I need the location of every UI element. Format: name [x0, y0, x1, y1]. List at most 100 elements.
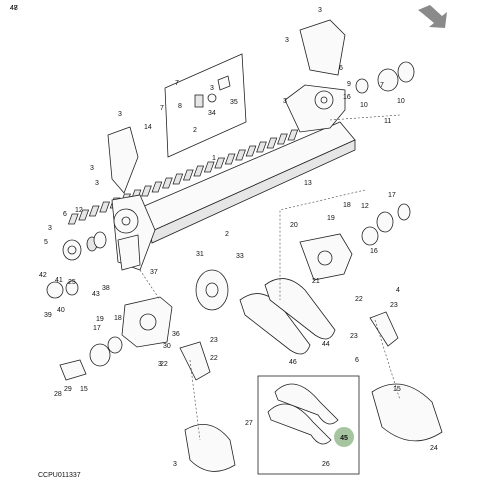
right-side-plate — [299, 233, 353, 281]
auger-flight — [151, 181, 163, 193]
callout-label: 28 — [54, 391, 62, 398]
callout-label: 5 — [44, 239, 48, 246]
callout-label: 47 — [10, 5, 18, 12]
callout-label: 6 — [63, 211, 67, 218]
auger-flight — [78, 209, 90, 221]
auger-flight — [203, 161, 215, 173]
callout-label: 1 — [212, 155, 216, 162]
belts — [239, 278, 336, 355]
callout-label: 3 — [210, 85, 214, 92]
callout-label: 31 — [196, 251, 204, 258]
callout-label: 26 — [322, 461, 330, 468]
callout-label: 20 — [290, 222, 298, 229]
callout-label: 16 — [343, 94, 351, 101]
auger-flight — [256, 141, 267, 153]
callout-label: 2 — [193, 127, 197, 134]
inset-box-top — [164, 53, 247, 158]
callout-label: 3 — [48, 225, 52, 232]
auger-flight — [162, 177, 173, 189]
callout-label: 15 — [393, 386, 401, 393]
callout-label: 12 — [75, 207, 83, 214]
bearing-parts — [46, 61, 415, 367]
callout-label: 3 — [318, 7, 322, 14]
callout-label: 7 — [160, 105, 164, 112]
callout-label: 16 — [370, 248, 378, 255]
callout-label: 10 — [360, 102, 368, 109]
callout-label: 10 — [397, 98, 405, 105]
left-side-plate — [59, 234, 173, 381]
callout-label: 43 — [92, 291, 100, 298]
callout-label: 21 — [312, 278, 320, 285]
highlight-callout-label: 45 — [340, 435, 348, 442]
callout-label: 9 — [347, 81, 351, 88]
callout-label: 7 — [380, 82, 384, 89]
callout-label: 3 — [90, 165, 94, 172]
callout-label: 19 — [327, 215, 335, 222]
callout-label: 33 — [236, 253, 244, 260]
callout-label: 3 — [158, 361, 162, 368]
callout-label: 17 — [93, 325, 101, 332]
callout-label: 42 — [39, 272, 47, 279]
callout-label: 30 — [163, 343, 171, 350]
callout-label: 24 — [430, 445, 438, 452]
callout-label: 3 — [118, 111, 122, 118]
callout-label: 2 — [225, 231, 229, 238]
auger-flight — [88, 205, 100, 217]
auger-flight — [266, 137, 278, 149]
auger-flight — [214, 157, 226, 169]
callout-label: 34 — [208, 110, 216, 117]
callout-label: 40 — [57, 307, 65, 314]
auger-flight — [67, 213, 79, 225]
callout-label: 29 — [64, 386, 72, 393]
callout-label: 38 — [102, 285, 110, 292]
callout-label: 48 — [10, 5, 18, 12]
callout-label: 3 — [285, 37, 289, 44]
auger-flight — [99, 201, 111, 213]
auger-flight — [235, 149, 246, 161]
callout-label: 23 — [390, 302, 398, 309]
callout-label: 22 — [355, 296, 363, 303]
auger-flight — [141, 185, 152, 197]
callout-label: 13 — [304, 180, 312, 187]
callout-label: 14 — [144, 124, 152, 131]
callout-label: 22 — [160, 361, 168, 368]
callout-label: 17 — [388, 192, 396, 199]
callout-label: 7 — [175, 80, 179, 87]
callout-label: 37 — [150, 269, 158, 276]
callout-label: 46 — [289, 359, 297, 366]
callout-label: 3 — [95, 180, 99, 187]
inset-box-bottom: 45 — [257, 375, 360, 475]
callout-label: 15 — [80, 386, 88, 393]
callout-label: 3 — [173, 461, 177, 468]
callout-label: 23 — [350, 333, 358, 340]
sprocket — [195, 269, 229, 311]
auger-assembly — [67, 19, 356, 271]
orientation-arrow-icon — [418, 5, 447, 28]
callout-label: 25 — [68, 279, 76, 286]
auger-flight — [287, 129, 299, 141]
leader-lines — [139, 114, 401, 441]
callout-label: 18 — [343, 202, 351, 209]
reference-code: CCPU011337 — [38, 472, 81, 479]
callout-label: 39 — [44, 312, 52, 319]
highlight-callout — [334, 427, 354, 447]
callout-label: 8 — [178, 103, 182, 110]
callout-label: 6 — [339, 65, 343, 72]
auger-flight — [245, 145, 257, 157]
callout-label: 3 — [283, 98, 287, 105]
auger-flight — [224, 153, 236, 165]
auger-flight — [182, 169, 194, 181]
callout-label: 41 — [55, 277, 63, 284]
auger-flight — [277, 133, 288, 145]
callout-label: 23 — [210, 337, 218, 344]
callout-label: 12 — [361, 203, 369, 210]
callout-label: 11 — [384, 118, 391, 125]
auger-flight — [172, 173, 184, 185]
callout-label: 44 — [322, 341, 330, 348]
auger-flight — [193, 165, 205, 177]
callout-label: 36 — [172, 331, 180, 338]
callout-label: 22 — [210, 355, 218, 362]
deflector-plates — [179, 311, 443, 472]
